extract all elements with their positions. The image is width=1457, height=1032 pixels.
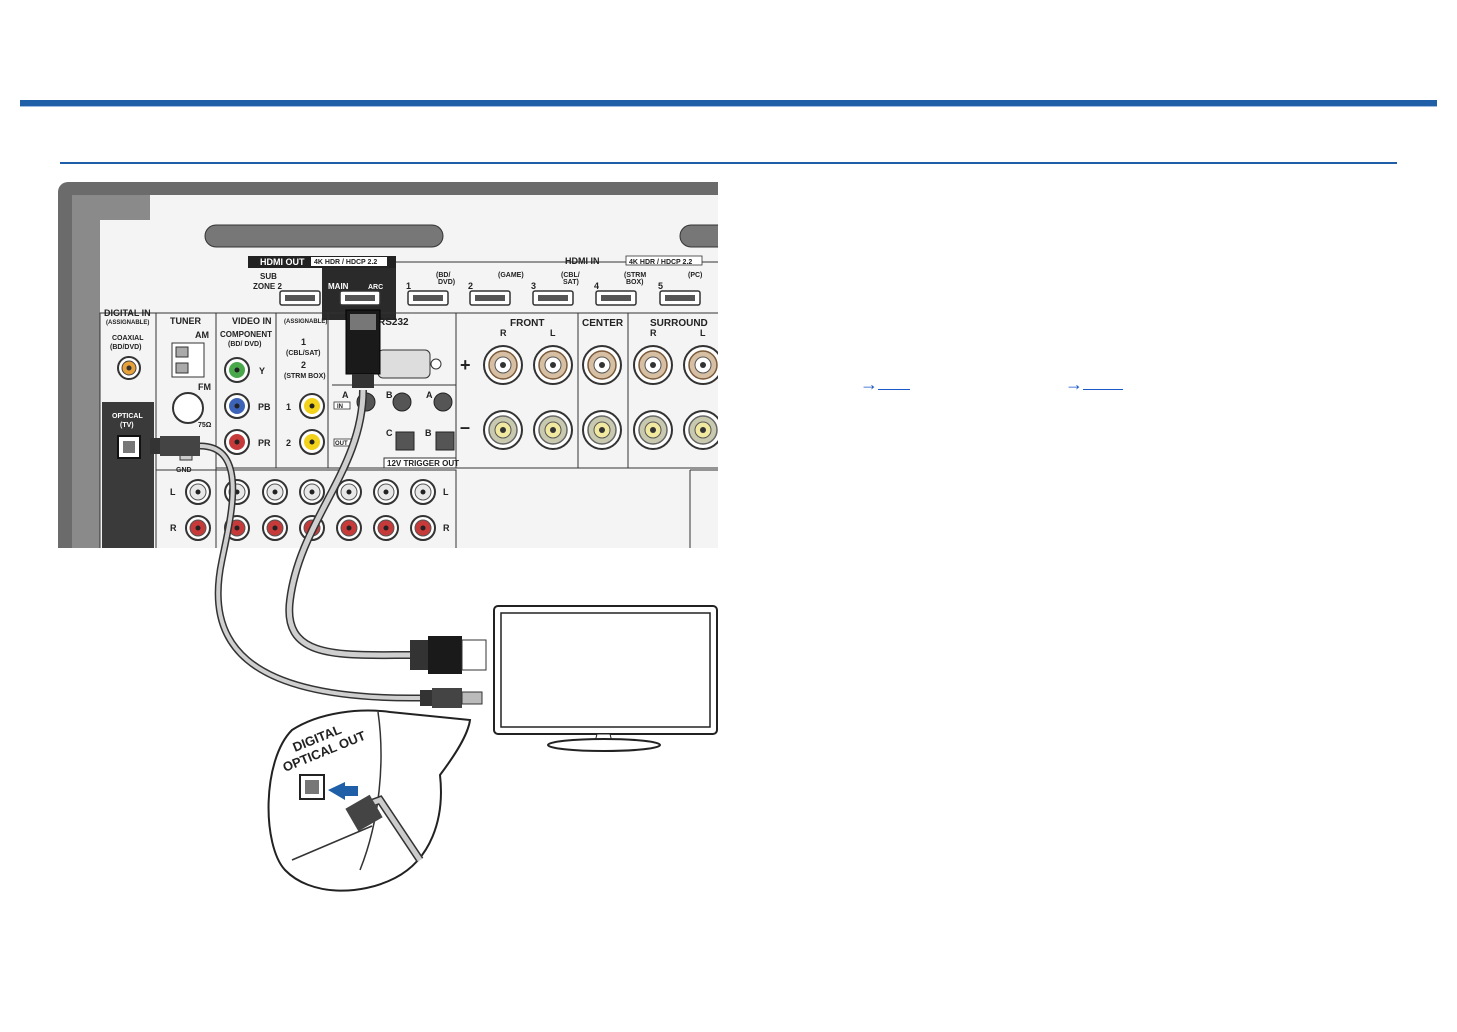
hdmi-in-port-label: BOX) bbox=[626, 279, 644, 286]
svg-text:(ASSIGNABLE): (ASSIGNABLE) bbox=[284, 319, 327, 325]
hdmi-in-port-number: 2 bbox=[468, 281, 473, 291]
svg-text:PB: PB bbox=[258, 402, 271, 412]
audio-jack-pin bbox=[420, 489, 426, 495]
svg-text:ZONE 2: ZONE 2 bbox=[253, 282, 282, 291]
svg-text:L: L bbox=[170, 487, 176, 497]
svg-text:RS232: RS232 bbox=[378, 317, 409, 328]
svg-text:1: 1 bbox=[301, 337, 306, 347]
hdmi-in-port bbox=[532, 290, 574, 306]
svg-text:2: 2 bbox=[301, 360, 306, 370]
hdmi-cable bbox=[285, 309, 487, 674]
svg-text:R: R bbox=[443, 523, 450, 533]
svg-text:DIGITAL IN: DIGITAL IN bbox=[104, 308, 151, 318]
svg-text:–: – bbox=[460, 417, 470, 437]
svg-text:75Ω: 75Ω bbox=[198, 422, 212, 429]
svg-text:R: R bbox=[170, 523, 177, 533]
svg-text:(CBL/SAT): (CBL/SAT) bbox=[286, 350, 320, 357]
hdmi-in-title: HDMI IN bbox=[565, 256, 600, 266]
reference-link-2[interactable]: → bbox=[1065, 374, 1123, 395]
svg-text:A: A bbox=[342, 390, 349, 400]
audio-jack-pin bbox=[234, 525, 240, 531]
hdmi-in-port-number: 1 bbox=[406, 281, 411, 291]
reference-links: → → bbox=[860, 374, 1180, 396]
hdmi-in-port-label: (GAME) bbox=[498, 272, 524, 279]
svg-text:4K HDR / HDCP 2.2: 4K HDR / HDCP 2.2 bbox=[629, 259, 692, 266]
svg-text:B: B bbox=[425, 428, 432, 438]
svg-text:OPTICAL: OPTICAL bbox=[112, 413, 143, 420]
hdmi-in-port-number: 3 bbox=[531, 281, 536, 291]
audio-jack-pin bbox=[346, 525, 352, 531]
svg-text:IN: IN bbox=[337, 404, 343, 410]
svg-text:12V TRIGGER OUT: 12V TRIGGER OUT bbox=[387, 459, 459, 468]
audio-jack-pin bbox=[195, 489, 201, 495]
svg-text:AM: AM bbox=[195, 330, 209, 340]
svg-text:Y: Y bbox=[259, 366, 265, 376]
svg-text:R: R bbox=[650, 328, 657, 338]
svg-text:L: L bbox=[443, 487, 449, 497]
svg-text:(BD/DVD): (BD/DVD) bbox=[110, 344, 142, 351]
svg-text:COAXIAL: COAXIAL bbox=[112, 335, 144, 342]
svg-text:CENTER: CENTER bbox=[582, 318, 624, 329]
hdmi-in-port bbox=[595, 290, 637, 306]
svg-text:OUT: OUT bbox=[335, 441, 348, 447]
svg-text:VIDEO IN: VIDEO IN bbox=[232, 316, 272, 326]
audio-jack-pin bbox=[272, 489, 278, 495]
svg-text:(ASSIGNABLE): (ASSIGNABLE) bbox=[106, 320, 149, 326]
svg-text:L: L bbox=[700, 328, 706, 338]
svg-text:4K HDR / HDCP 2.2: 4K HDR / HDCP 2.2 bbox=[314, 259, 377, 266]
hdmi-in-port bbox=[407, 290, 449, 306]
optical-out-callout: DIGITAL OPTICAL OUT bbox=[267, 709, 472, 892]
svg-text:SURROUND: SURROUND bbox=[650, 318, 708, 329]
svg-text:(BD/ DVD): (BD/ DVD) bbox=[228, 341, 261, 348]
svg-text:SUB: SUB bbox=[260, 272, 277, 281]
audio-jack-pin bbox=[383, 489, 389, 495]
optical-cable bbox=[150, 436, 483, 708]
svg-text:MAIN: MAIN bbox=[328, 282, 349, 291]
svg-text:(STRM BOX): (STRM BOX) bbox=[284, 373, 326, 380]
hdmi-in-port-label: DVD) bbox=[438, 279, 455, 286]
television bbox=[493, 605, 718, 752]
audio-jack-pin bbox=[272, 525, 278, 531]
svg-text:L: L bbox=[550, 328, 556, 338]
reference-link-1[interactable]: → bbox=[860, 374, 910, 395]
svg-text:2: 2 bbox=[286, 438, 291, 448]
svg-text:+: + bbox=[460, 355, 471, 375]
svg-text:1: 1 bbox=[286, 402, 291, 412]
svg-text:FRONT: FRONT bbox=[510, 318, 544, 329]
svg-text:C: C bbox=[386, 428, 393, 438]
hdmi-in-port-label: SAT) bbox=[563, 279, 579, 286]
audio-jack-pin bbox=[383, 525, 389, 531]
audio-jack-pin bbox=[309, 489, 315, 495]
svg-text:(TV): (TV) bbox=[120, 422, 134, 429]
hdmi-in-port bbox=[469, 290, 511, 306]
section-rule bbox=[60, 162, 1397, 164]
hdmi-in-port-number: 4 bbox=[594, 281, 599, 291]
hdmi-in-port-number: 5 bbox=[658, 281, 663, 291]
svg-text:R: R bbox=[500, 328, 507, 338]
svg-text:ARC: ARC bbox=[368, 284, 383, 291]
hdmi-in-port-label: (BD/ bbox=[436, 272, 450, 279]
hdmi-out-title: HDMI OUT bbox=[260, 257, 305, 267]
svg-text:TUNER: TUNER bbox=[170, 316, 201, 326]
svg-text:A: A bbox=[426, 390, 433, 400]
receiver-rear-panel: HDMI OUT 4K HDR / HDCP 2.2 SUB ZONE 2 MA… bbox=[58, 182, 718, 548]
svg-text:COMPONENT: COMPONENT bbox=[220, 330, 272, 339]
audio-jack-pin bbox=[346, 489, 352, 495]
svg-text:B: B bbox=[386, 390, 393, 400]
hdmi-in-port-label: (CBL/ bbox=[561, 272, 580, 279]
hdmi-in-port-label: (PC) bbox=[688, 272, 702, 279]
audio-jack-pin bbox=[420, 525, 426, 531]
svg-text:PR: PR bbox=[258, 438, 271, 448]
svg-text:FM: FM bbox=[198, 382, 211, 392]
hdmi-in-port bbox=[659, 290, 701, 306]
hdmi-in-port-label: (STRM bbox=[624, 272, 646, 279]
header-rule bbox=[20, 100, 1437, 107]
audio-jack-pin bbox=[195, 525, 201, 531]
